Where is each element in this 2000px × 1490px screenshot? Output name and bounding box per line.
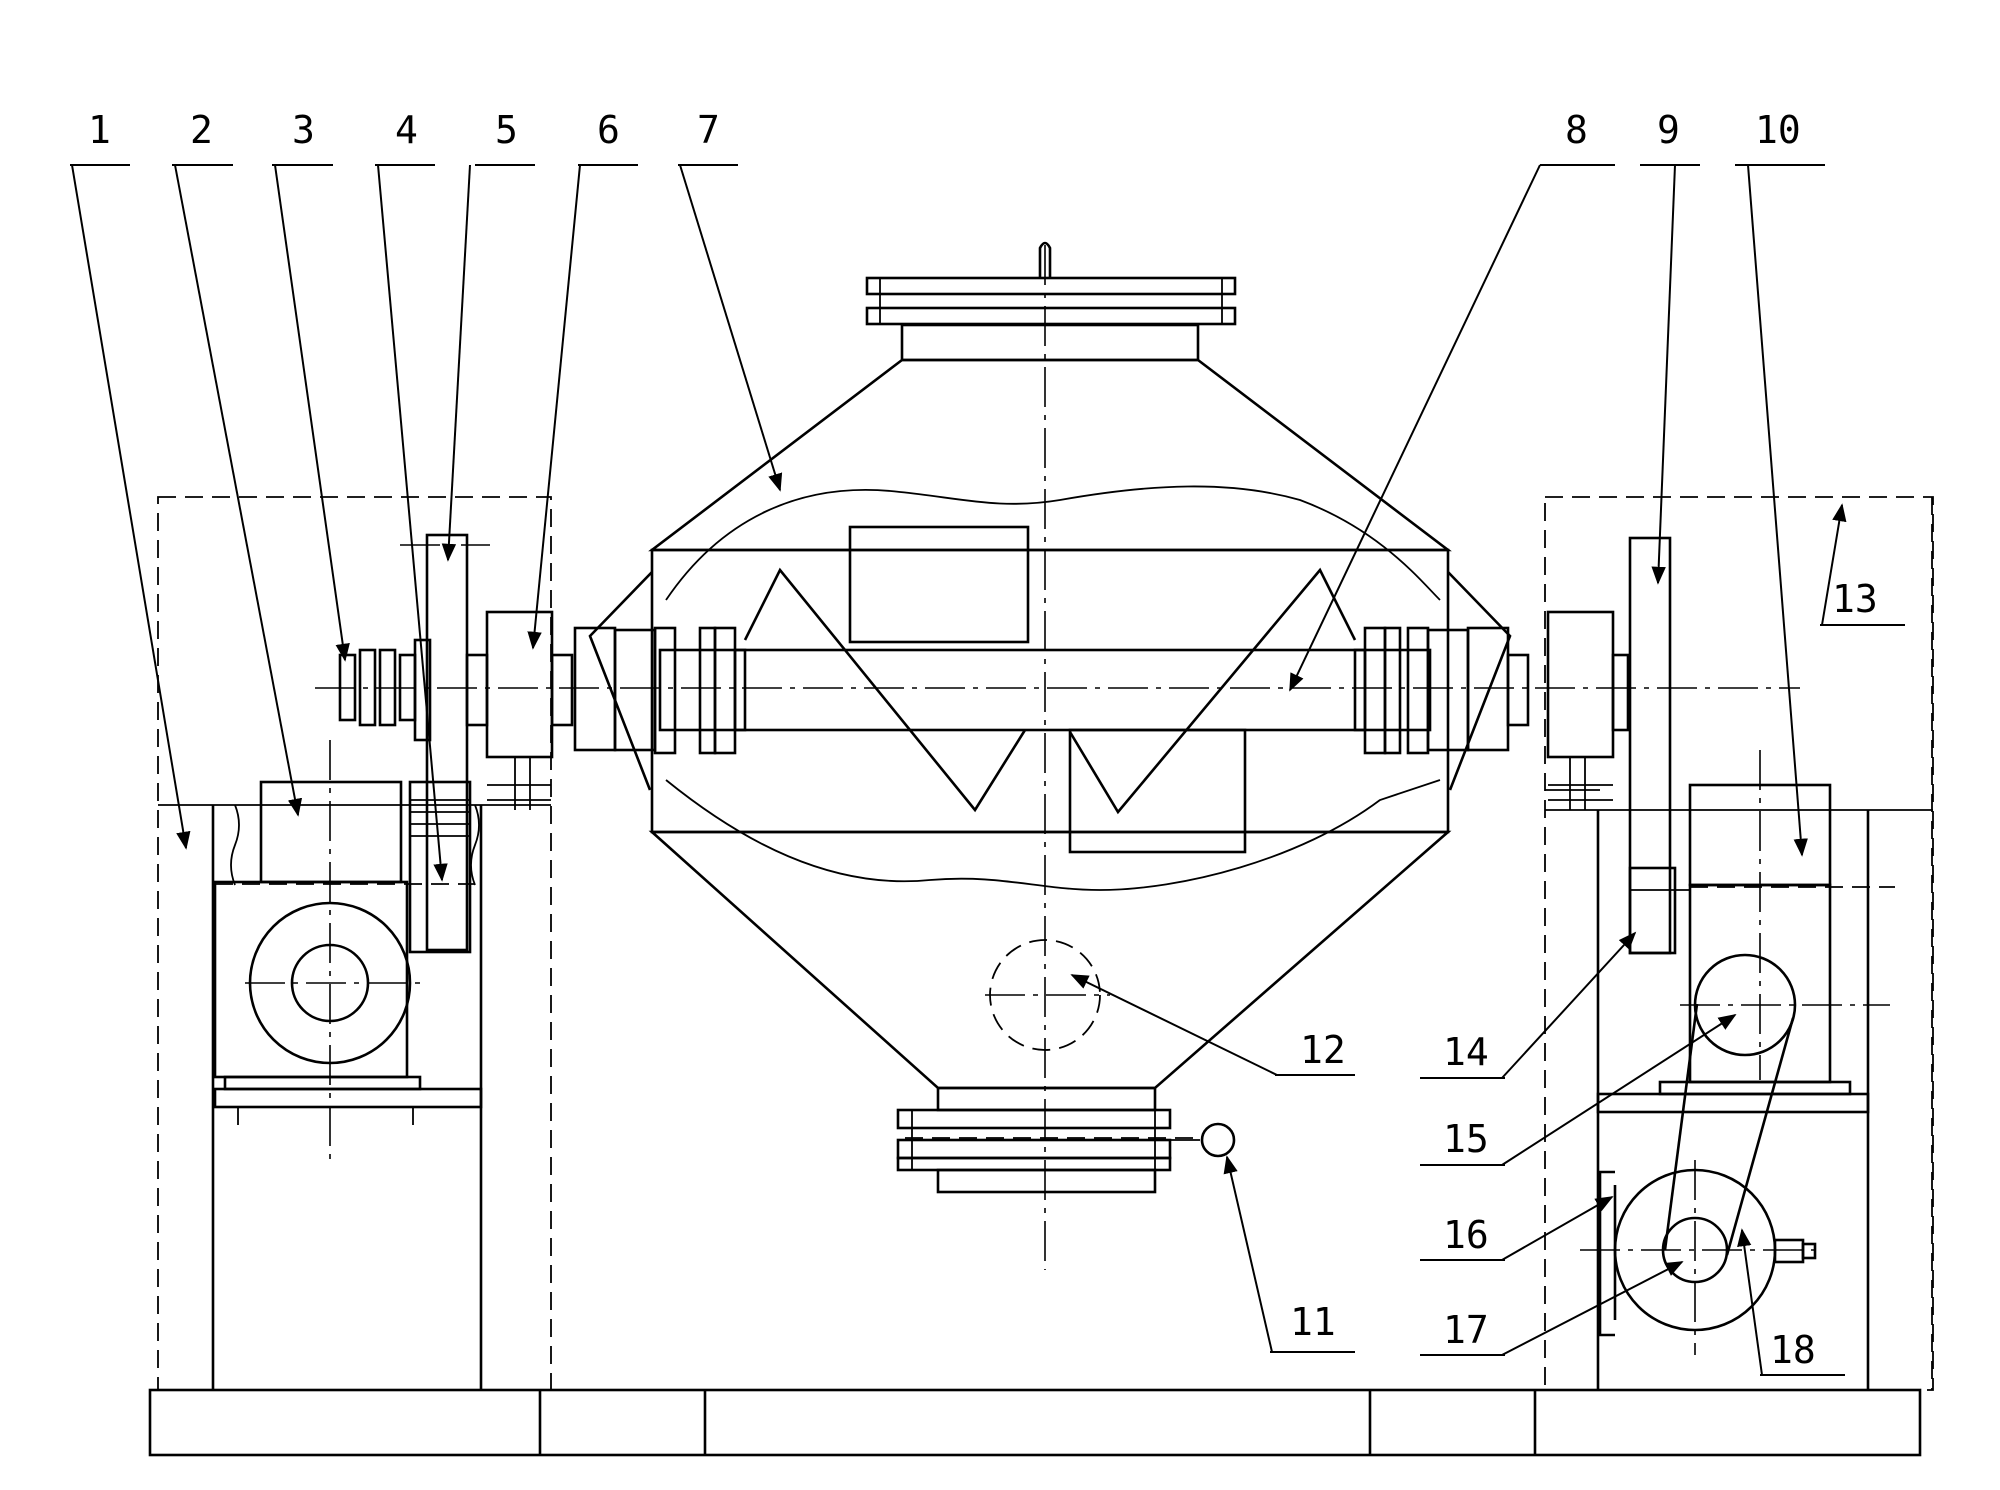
callout-8: 8	[1565, 108, 1588, 152]
drive-motor	[1598, 1170, 1817, 1337]
left-gear-reducer	[213, 740, 483, 1165]
callout-5: 5	[495, 108, 518, 152]
callout-15: 15	[1443, 1117, 1489, 1161]
callout-6: 6	[597, 108, 620, 152]
callout-17: 17	[1443, 1308, 1489, 1352]
right-gear-reducer	[1596, 750, 1895, 1114]
left-chain-sprocket	[408, 780, 472, 954]
left-rotary-joint	[338, 638, 489, 742]
left-gear-wheel	[400, 533, 490, 952]
vessel-body	[588, 245, 1512, 1270]
left-bearing-seat	[485, 610, 554, 810]
callout-7: 7	[697, 108, 720, 152]
callout-10: 10	[1755, 108, 1801, 152]
callout-12: 12	[1300, 1028, 1346, 1072]
callout-16: 16	[1443, 1213, 1489, 1257]
callout-14: 14	[1443, 1030, 1489, 1074]
callout-11: 11	[1290, 1300, 1336, 1344]
callout-9: 9	[1657, 108, 1680, 152]
callout-13: 13	[1832, 577, 1878, 621]
callout-1: 1	[88, 108, 111, 152]
callout-2: 2	[190, 108, 213, 152]
right-bearing-seat	[1546, 610, 1630, 810]
top-inlet-flange	[865, 241, 1237, 362]
bottom-discharge-flange	[896, 1086, 1236, 1194]
callout-18: 18	[1770, 1328, 1816, 1372]
callout-labels: 1 2 3 4 5 6 7 8 9 10 11 12 13 14 15 16 1…	[70, 108, 1905, 1376]
callout-4: 4	[395, 108, 418, 152]
left-drive-housing	[157, 496, 552, 1391]
left-shaft-flanges	[550, 626, 747, 755]
discharge-valve-icon	[1200, 1122, 1236, 1158]
right-gear-wheel	[1628, 536, 1690, 955]
right-drive-housing	[1544, 496, 1934, 1391]
right-shaft-flanges	[1353, 626, 1530, 755]
base-frame	[148, 1388, 1922, 1457]
callout-3: 3	[292, 108, 315, 152]
